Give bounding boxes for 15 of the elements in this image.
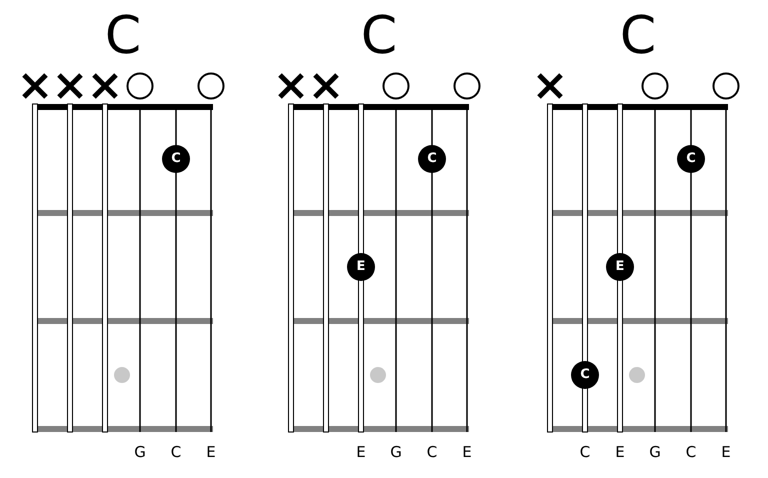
string-note-label: E <box>461 443 473 461</box>
string-note-label: E <box>355 443 367 461</box>
string-note-label: C <box>170 443 182 461</box>
string-note-label: E <box>614 443 626 461</box>
string-note-label: G <box>133 443 147 461</box>
string-note-label: C <box>684 443 698 461</box>
string-note-label: G <box>648 443 662 461</box>
string-note-label: G <box>389 443 403 461</box>
string-note-label: C <box>578 443 592 461</box>
chord-name: C <box>104 6 142 66</box>
string-note-label: C <box>426 443 438 461</box>
string-note-label: E <box>720 443 732 461</box>
chord-name: C <box>360 6 398 66</box>
chord-name: C <box>618 6 658 66</box>
string-note-label: E <box>205 443 217 461</box>
